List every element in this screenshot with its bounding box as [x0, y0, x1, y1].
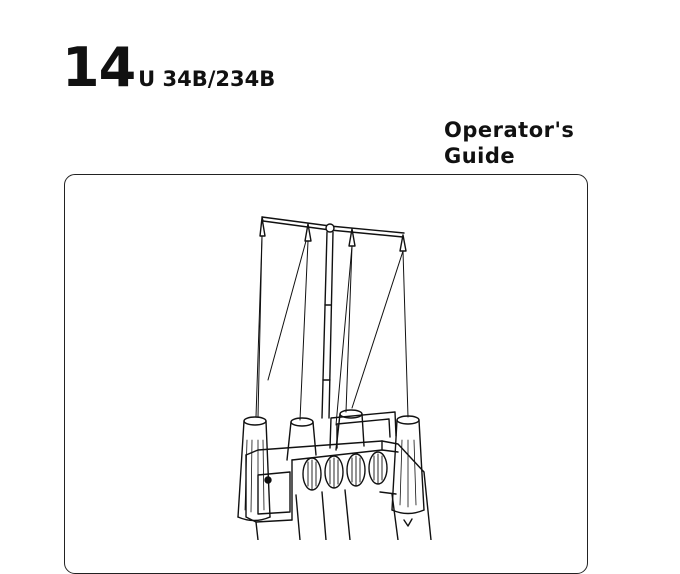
thread-stand [259, 216, 407, 419]
model-number: 14 [62, 36, 136, 99]
machine-handle [329, 411, 397, 449]
serger-machine-illustration [237, 216, 432, 540]
guide-title-line-2: Guide [444, 144, 516, 168]
thread-lines [255, 235, 409, 426]
model-codes: U 34B/234B [138, 67, 276, 91]
guide-title-line-1: Operator's [444, 118, 575, 142]
machine-body [245, 440, 432, 540]
guide-title: Operator's Guide [444, 117, 574, 169]
